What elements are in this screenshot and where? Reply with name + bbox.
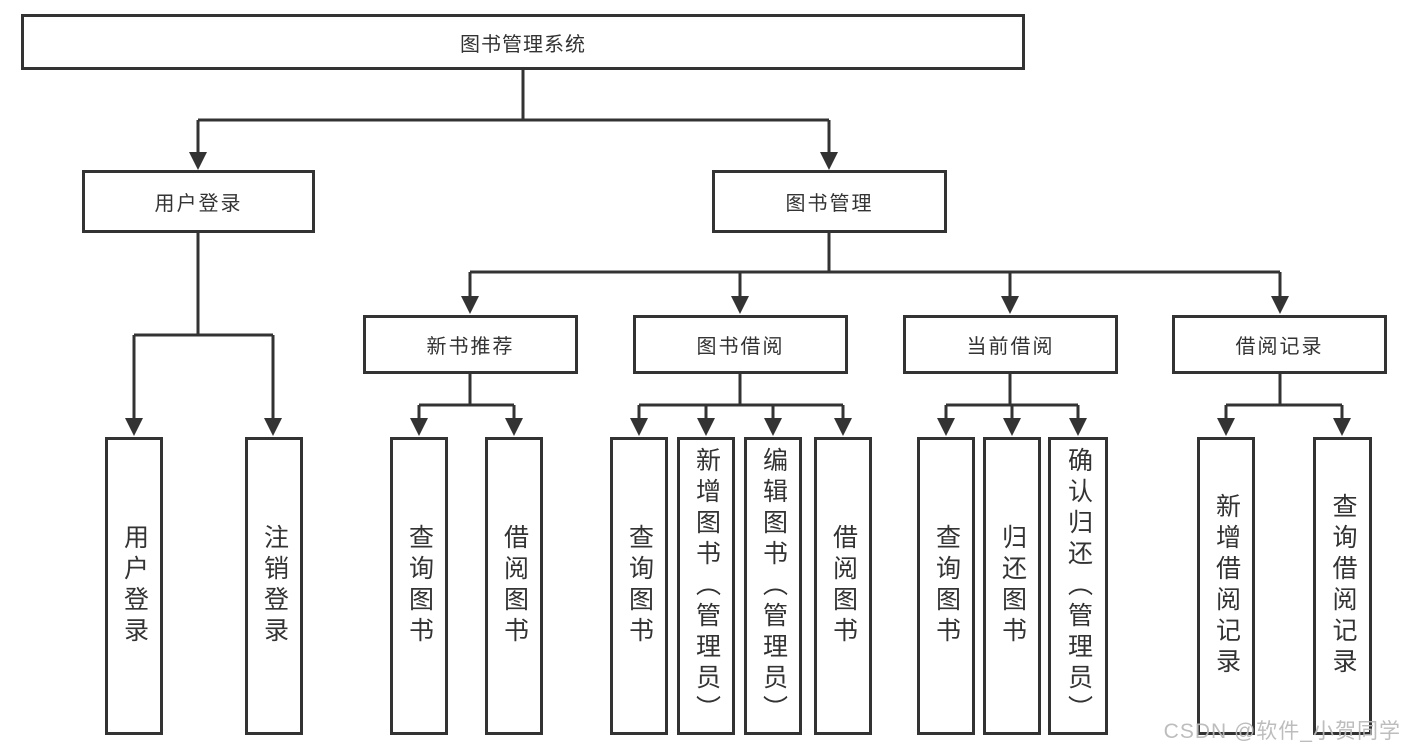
node-label: 用户登录 — [120, 524, 149, 648]
node-label: 图书管理 — [785, 193, 874, 215]
connector-root-to-level2 — [196, 69, 831, 154]
leaf-borrow-books-1: 借阅图书 — [485, 437, 543, 735]
leaf-query-borrow-record: 查询借阅记录 — [1313, 437, 1372, 735]
connector-bookborrow-to-leaves — [637, 374, 845, 421]
leaf-query-books-3: 查询图书 — [917, 437, 975, 735]
node-label: 查询图书 — [625, 524, 654, 648]
node-library-system: 图书管理系统 — [21, 14, 1025, 70]
node-book-borrow: 图书借阅 — [633, 315, 848, 374]
node-label: 查询图书 — [405, 524, 434, 648]
leaf-add-book-admin: 新增图书（管理员） — [677, 437, 735, 735]
leaf-user-login: 用户登录 — [105, 437, 163, 735]
node-label: 查询借阅记录 — [1329, 493, 1357, 679]
leaf-edit-book-admin: 编辑图书（管理员） — [744, 437, 802, 735]
leaf-confirm-return-admin: 确认归还（管理员） — [1048, 437, 1108, 735]
node-new-book-recommend: 新书推荐 — [363, 315, 578, 374]
node-book-management: 图书管理 — [712, 170, 947, 233]
leaf-borrow-books-2: 借阅图书 — [814, 437, 872, 735]
csdn-watermark: CSDN @软件_小贺同学 — [1163, 720, 1401, 743]
connector-borrowrecords-to-leaves — [1224, 374, 1344, 421]
node-label: 编辑图书（管理员） — [759, 446, 788, 726]
node-label: 确认归还（管理员） — [1064, 446, 1093, 726]
node-label: 借阅记录 — [1235, 336, 1324, 358]
leaf-query-books-2: 查询图书 — [610, 437, 668, 735]
connector-currentborrow-to-leaves — [944, 374, 1080, 421]
leaf-return-book: 归还图书 — [983, 437, 1041, 735]
node-label: 新增借阅记录 — [1212, 493, 1241, 679]
leaf-add-borrow-record: 新增借阅记录 — [1197, 437, 1255, 735]
node-current-borrow: 当前借阅 — [903, 315, 1118, 374]
connector-newbookrec-to-leaves — [417, 374, 516, 421]
leaf-query-books-1: 查询图书 — [390, 437, 448, 735]
leaf-logout: 注销登录 — [245, 437, 303, 735]
connector-userlogin-to-leaves — [132, 233, 275, 421]
node-label: 注销登录 — [260, 524, 289, 648]
node-label: 借阅图书 — [829, 524, 858, 648]
node-borrow-records: 借阅记录 — [1172, 315, 1387, 374]
node-label: 借阅图书 — [500, 524, 529, 648]
node-user-login: 用户登录 — [82, 170, 315, 233]
node-label: 新增图书（管理员） — [692, 446, 721, 726]
node-label: 图书借阅 — [696, 336, 785, 358]
node-label: 图书管理系统 — [460, 33, 586, 56]
node-label: 用户登录 — [154, 193, 243, 215]
node-label: 新书推荐 — [426, 336, 515, 358]
node-label: 归还图书 — [998, 524, 1027, 648]
node-label: 当前借阅 — [966, 336, 1055, 358]
arrowheads — [125, 152, 1351, 436]
node-label: 查询图书 — [932, 524, 961, 648]
connector-bookmgmt-to-level3 — [468, 233, 1282, 299]
